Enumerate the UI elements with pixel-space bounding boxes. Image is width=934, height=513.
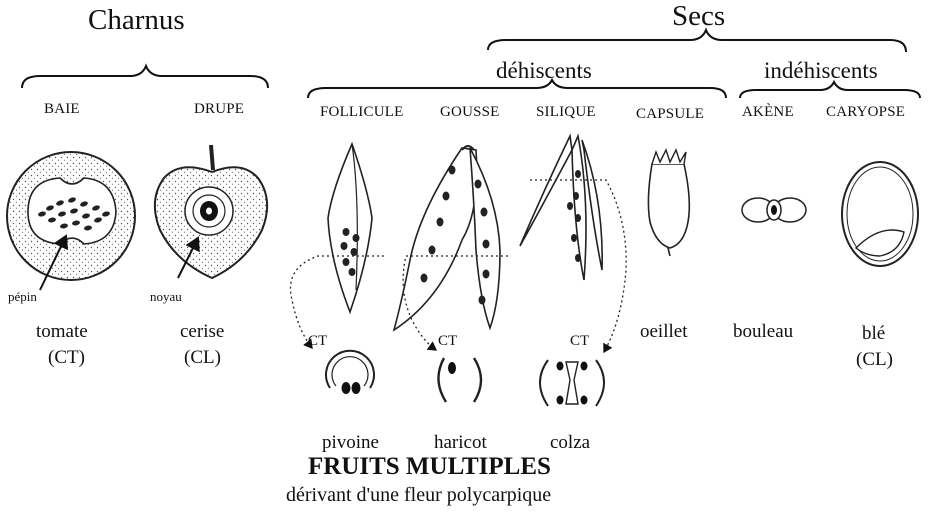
type-baie: BAIE <box>44 101 80 118</box>
baie-drawing-icon <box>7 152 135 290</box>
haricot-section-icon <box>438 358 481 402</box>
example-cerise: cerise <box>180 321 224 343</box>
brace-charnus <box>22 66 268 88</box>
group-secs-title: Secs <box>672 0 725 33</box>
ct-mark-follicule: CT <box>308 333 327 350</box>
pivoine-section-icon <box>326 351 374 394</box>
group-dehiscents-title: déhiscents <box>496 58 592 84</box>
example-tomate-ct: (CT) <box>48 347 85 369</box>
type-gousse: GOUSSE <box>440 104 500 121</box>
colza-section-icon <box>540 360 604 406</box>
type-caryopse: CARYOPSE <box>826 104 905 121</box>
label-noyau: noyau <box>150 289 182 305</box>
ct-mark-gousse: CT <box>438 333 457 350</box>
group-indehiscents-title: indéhiscents <box>764 58 878 84</box>
footer-title: FRUITS MULTIPLES <box>308 453 551 481</box>
example-ble-cl: (CL) <box>856 349 893 371</box>
capsule-drawing-icon <box>648 150 689 256</box>
example-colza: colza <box>550 432 590 454</box>
example-bouleau: bouleau <box>733 321 793 343</box>
example-haricot: haricot <box>434 432 487 454</box>
caryopse-drawing-icon <box>842 162 918 266</box>
brace-secs <box>488 30 906 52</box>
example-oeillet: oeillet <box>640 321 687 343</box>
group-charnus-title: Charnus <box>88 4 185 37</box>
example-cerise-cl: (CL) <box>184 347 221 369</box>
akene-drawing-icon <box>742 198 806 222</box>
drupe-drawing-icon <box>155 145 267 278</box>
type-silique: SILIQUE <box>536 104 596 121</box>
silique-drawing-icon <box>520 136 602 280</box>
type-capsule: CAPSULE <box>636 106 704 123</box>
type-drupe: DRUPE <box>194 101 244 118</box>
example-tomate: tomate <box>36 321 88 343</box>
gousse-drawing-icon <box>394 146 500 330</box>
type-akene: AKÈNE <box>742 104 794 121</box>
type-follicule: FOLLICULE <box>320 104 403 121</box>
follicule-drawing-icon <box>328 144 372 312</box>
example-ble: blé <box>862 323 885 345</box>
example-pivoine: pivoine <box>322 432 379 454</box>
ct-mark-silique: CT <box>570 333 589 350</box>
brace-indehiscents <box>740 82 920 98</box>
footer-subtitle: dérivant d'une fleur polycarpique <box>286 484 551 507</box>
label-pepin: pépin <box>8 289 37 305</box>
